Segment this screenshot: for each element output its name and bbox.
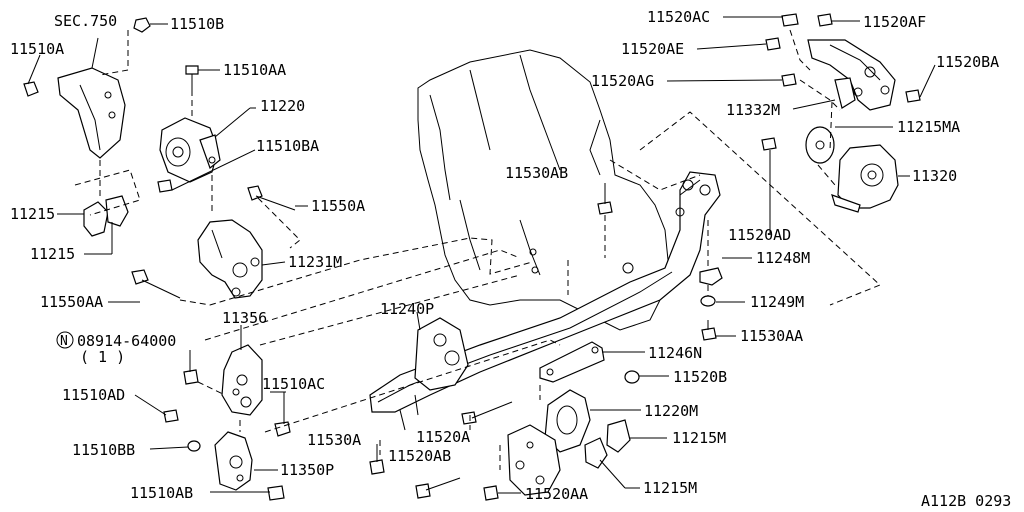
- bracket-11231M: [197, 219, 263, 299]
- label-11320: 11320: [912, 167, 957, 185]
- label-11530AA: 11530AA: [740, 327, 803, 345]
- label-11520AB: 11520AB: [388, 447, 451, 465]
- label-11510AC: 11510AC: [262, 375, 325, 393]
- insulator-11320: [831, 144, 899, 213]
- label-11550AA: 11550AA: [40, 293, 103, 311]
- label-11231M: 11231M: [288, 253, 342, 271]
- label-11520A: 11520A: [416, 428, 470, 446]
- label-11520BA: 11520BA: [936, 53, 999, 71]
- label-11520AC: 11520AC: [647, 8, 710, 26]
- label-11215M-upper: 11215M: [672, 429, 726, 447]
- label-n-symbol: N: [60, 334, 68, 349]
- label-11520AE: 11520AE: [621, 40, 684, 58]
- label-11220M: 11220M: [644, 402, 698, 420]
- label-11530A: 11530A: [307, 431, 361, 449]
- label-11510AB: 11510AB: [130, 484, 193, 502]
- label-11240P: 11240P: [380, 300, 434, 318]
- label-11220: 11220: [260, 97, 305, 115]
- assembly-dashed-lines: [74, 29, 881, 470]
- label-11550A: 11550A: [311, 197, 365, 215]
- label-11246N: 11246N: [648, 344, 702, 362]
- label-11215MA: 11215MA: [897, 118, 960, 136]
- label-11215M-lower: 11215M: [643, 479, 697, 497]
- bolts-and-nuts: [23, 13, 921, 501]
- part-labels: 11520AC 11520AF 11520AE 11520AG 11520BA …: [10, 8, 1011, 510]
- label-11356: 11356: [222, 309, 267, 327]
- label-nut-qty: ( 1 ): [80, 348, 125, 366]
- insulators-11215: [83, 195, 129, 237]
- label-11520B: 11520B: [673, 368, 727, 386]
- label-11249M: 11249M: [750, 293, 804, 311]
- bracket-sec750: [57, 67, 126, 159]
- label-11510A: 11510A: [10, 40, 64, 58]
- label-08914-64000: 08914-64000: [77, 332, 176, 350]
- label-11520AD: 11520AD: [728, 226, 791, 244]
- label-11520AF: 11520AF: [863, 13, 926, 31]
- label-11520AA: 11520AA: [525, 485, 588, 503]
- engine-block-outline: [417, 49, 669, 331]
- n-symbol-circle: [56, 331, 74, 349]
- bracket-11356: [221, 344, 263, 416]
- crossmember-11240P: [369, 171, 721, 431]
- label-11215-lower: 11215: [30, 245, 75, 263]
- label-11510B: 11510B: [170, 15, 224, 33]
- label-sec750: SEC.750: [54, 12, 117, 30]
- label-11332M: 11332M: [726, 101, 780, 119]
- bracket-11246N: [539, 341, 605, 383]
- bracket-11332M: [807, 39, 896, 111]
- leader-lines: [27, 16, 936, 494]
- label-11350P: 11350P: [280, 461, 334, 479]
- label-11520AG: 11520AG: [591, 72, 654, 90]
- stopper-11248M: [699, 267, 723, 286]
- label-11530AB: 11530AB: [505, 164, 568, 182]
- insulator-plates-11215M: [584, 419, 631, 469]
- diagram-code: A112B 0293: [921, 492, 1011, 510]
- label-11510AA: 11510AA: [223, 61, 286, 79]
- insulator-plate-11215MA: [805, 126, 835, 164]
- label-11215-upper: 11215: [10, 205, 55, 223]
- insulator-11220: [159, 117, 221, 183]
- label-11510AD: 11510AD: [62, 386, 125, 404]
- label-11510BA: 11510BA: [256, 137, 319, 155]
- label-11510BB: 11510BB: [72, 441, 135, 459]
- label-11248M: 11248M: [756, 249, 810, 267]
- stopper-11249M: [700, 295, 716, 307]
- insulator-11220M: [507, 389, 591, 496]
- insulator-11350P: [214, 431, 253, 491]
